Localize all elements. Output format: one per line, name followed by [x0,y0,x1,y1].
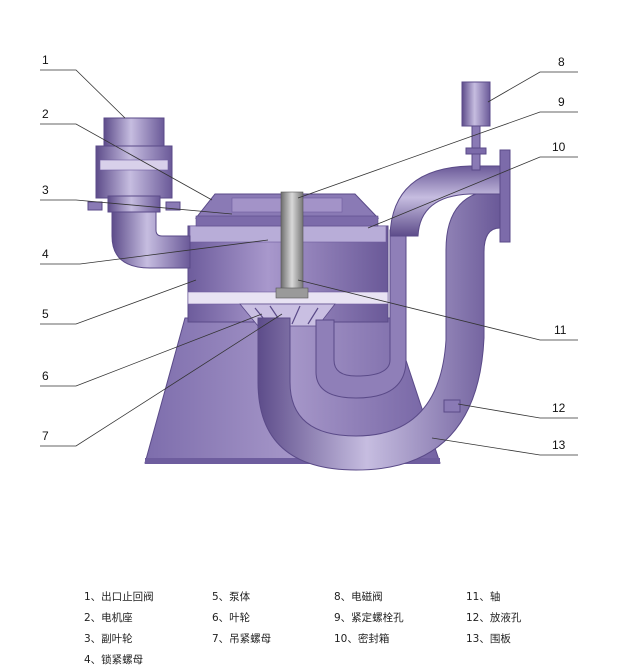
callout-numbers: 1 2 3 4 5 6 7 8 9 10 11 12 13 [42,53,567,452]
solenoid-valve [461,81,491,171]
legend-item-1: 1、出口止回阀 [84,591,154,603]
callout-8: 8 [558,55,565,69]
legend-item-13: 13、围板 [466,633,511,645]
legend-item-12: 12、放液孔 [466,612,522,624]
legend-item-9: 9、紧定螺栓孔 [334,612,404,624]
outlet-check-valve [87,117,181,213]
callout-4: 4 [42,247,49,261]
callout-7: 7 [42,429,49,443]
callout-12: 12 [552,401,566,415]
legend-item-6: 6、叶轮 [212,612,251,624]
callout-11: 11 [554,323,567,337]
pump-cross-section-diagram: 1 2 3 4 5 6 7 8 9 10 11 12 13 [40,53,578,471]
legend-item-11: 11、轴 [466,591,501,603]
parts-legend: 1、出口止回阀 5、泵体 8、电磁阀 11、轴 2、电机座 6、叶轮 9、紧定螺… [84,588,624,666]
legend-item-4: 4、锁紧螺母 [84,654,144,666]
legend-item-10: 10、密封箱 [334,633,390,645]
callout-3: 3 [42,183,49,197]
left-elbow-pipe [111,211,191,269]
legend-item-2: 2、电机座 [84,612,133,624]
callout-1: 1 [42,53,49,67]
callout-5: 5 [42,307,49,321]
callout-10: 10 [552,140,566,154]
return-u-pipe [257,149,511,471]
legend-item-7: 7、吊紧螺母 [212,633,272,645]
legend-item-5: 5、泵体 [212,591,251,603]
callout-6: 6 [42,369,49,383]
callout-2: 2 [42,107,49,121]
leader-lines [40,69,578,456]
legend-item-3: 3、副叶轮 [84,633,133,645]
callout-9: 9 [558,95,565,109]
legend-item-8: 8、电磁阀 [334,591,383,603]
shaft [275,191,309,299]
callout-13: 13 [552,438,566,452]
